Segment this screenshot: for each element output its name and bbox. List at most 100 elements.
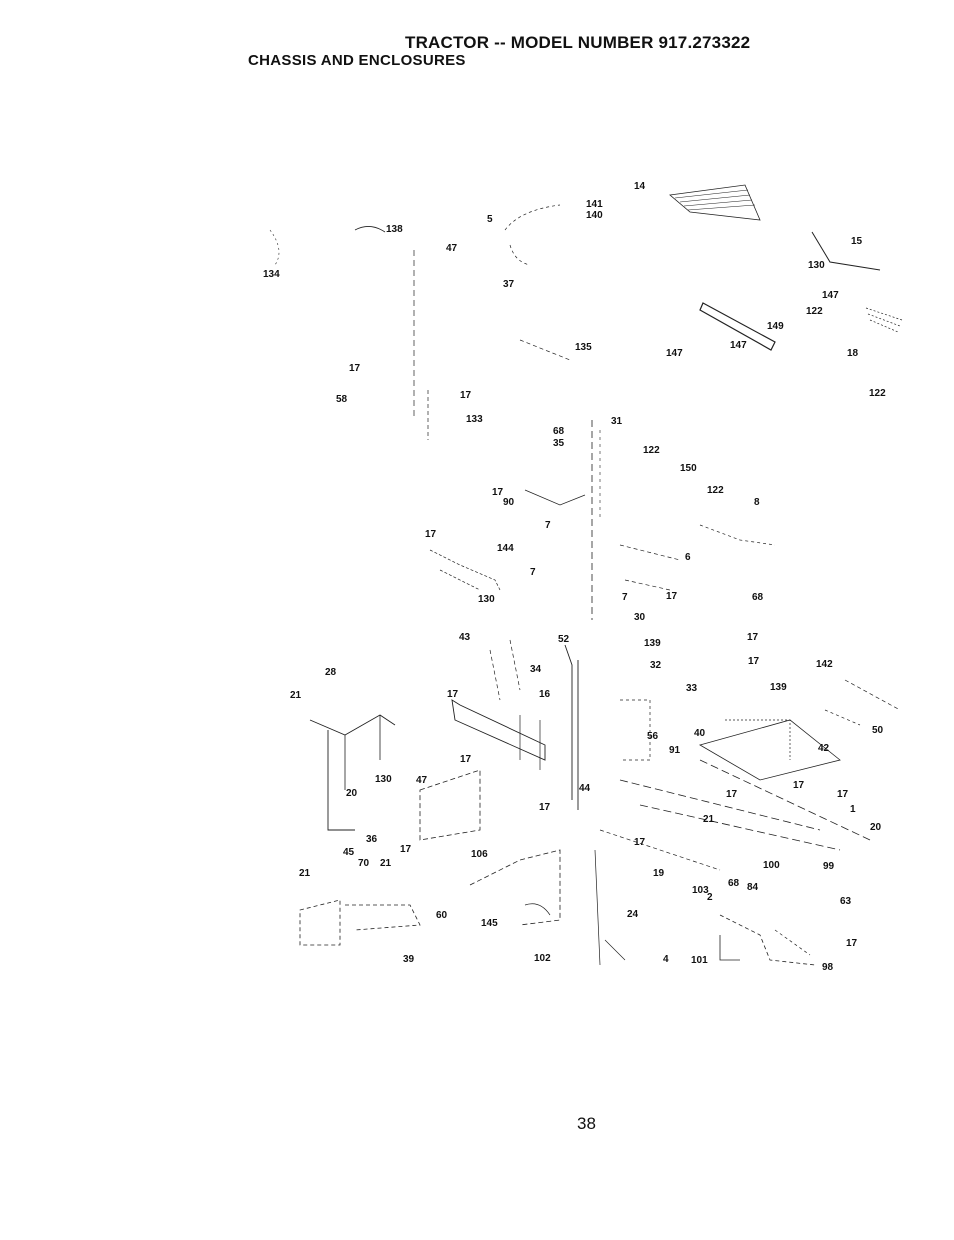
callout-number: 17: [492, 487, 504, 498]
callout-number: 91: [669, 745, 681, 756]
callout-numbers: 1414114051384713415130371471221491813514…: [263, 181, 886, 973]
callout-number: 39: [403, 954, 415, 965]
callout-number: 5: [487, 214, 493, 225]
callout-number: 47: [416, 775, 428, 786]
callout-number: 21: [380, 858, 392, 869]
callout-number: 4: [663, 954, 669, 965]
callout-number: 17: [400, 844, 412, 855]
callout-number: 45: [343, 847, 355, 858]
callout-number: 43: [459, 632, 471, 643]
callout-number: 63: [840, 896, 852, 907]
callout-number: 17: [726, 789, 738, 800]
page-title: TRACTOR -- MODEL NUMBER 917.273322: [405, 33, 751, 52]
callout-number: 31: [611, 416, 623, 427]
callout-number: 52: [558, 634, 570, 645]
callout-number: 35: [553, 438, 565, 449]
callout-number: 50: [872, 725, 884, 736]
callout-number: 24: [627, 909, 639, 920]
callout-number: 20: [346, 788, 358, 799]
callout-number: 8: [754, 497, 760, 508]
callout-number: 17: [666, 591, 678, 602]
callout-number: 14: [634, 181, 646, 192]
callout-number: 134: [263, 269, 280, 280]
callout-number: 147: [730, 340, 747, 351]
callout-number: 33: [686, 683, 698, 694]
callout-number: 106: [471, 849, 488, 860]
callout-number: 7: [545, 520, 551, 531]
callout-number: 84: [747, 882, 759, 893]
callout-number: 130: [808, 260, 825, 271]
callout-number: 47: [446, 243, 458, 254]
callout-number: 144: [497, 543, 514, 554]
callout-number: 2: [707, 892, 713, 903]
callout-number: 98: [822, 962, 834, 973]
callout-number: 21: [290, 690, 302, 701]
callout-number: 139: [770, 682, 787, 693]
callout-number: 149: [767, 321, 784, 332]
callout-number: 28: [325, 667, 337, 678]
callout-number: 15: [851, 236, 863, 247]
callout-number: 17: [846, 938, 858, 949]
callout-number: 17: [425, 529, 437, 540]
callout-number: 68: [752, 592, 764, 603]
callout-number: 17: [460, 390, 472, 401]
callout-number: 7: [622, 592, 628, 603]
callout-number: 68: [553, 426, 565, 437]
callout-number: 122: [707, 485, 724, 496]
callout-number: 17: [747, 632, 759, 643]
callout-number: 122: [869, 388, 886, 399]
callout-number: 36: [366, 834, 378, 845]
callout-number: 138: [386, 224, 403, 235]
callout-number: 101: [691, 955, 708, 966]
callout-number: 17: [447, 689, 459, 700]
callout-number: 70: [358, 858, 370, 869]
callout-number: 133: [466, 414, 483, 425]
callout-number: 20: [870, 822, 882, 833]
callout-number: 37: [503, 279, 515, 290]
callout-number: 122: [806, 306, 823, 317]
callout-number: 140: [586, 210, 603, 221]
callout-number: 21: [703, 814, 715, 825]
callout-number: 99: [823, 861, 835, 872]
callout-number: 145: [481, 918, 498, 929]
callout-number: 17: [539, 802, 551, 813]
callout-number: 130: [478, 594, 495, 605]
callout-number: 19: [653, 868, 665, 879]
callout-number: 56: [647, 731, 659, 742]
callout-number: 135: [575, 342, 592, 353]
bar-part: [699, 302, 776, 351]
callout-number: 100: [763, 860, 780, 871]
callout-number: 16: [539, 689, 551, 700]
callout-number: 103: [692, 885, 709, 896]
callout-number: 44: [579, 783, 591, 794]
callout-number: 141: [586, 199, 603, 210]
section-subtitle: CHASSIS AND ENCLOSURES: [248, 52, 466, 69]
callout-number: 102: [534, 953, 551, 964]
callout-number: 32: [650, 660, 662, 671]
callout-number: 6: [685, 552, 691, 563]
callout-number: 40: [694, 728, 706, 739]
callout-number: 21: [299, 868, 311, 879]
callout-number: 18: [847, 348, 859, 359]
callout-number: 68: [728, 878, 740, 889]
callout-number: 42: [818, 743, 830, 754]
callout-number: 130: [375, 774, 392, 785]
callout-number: 17: [793, 780, 805, 791]
callout-number: 150: [680, 463, 697, 474]
callout-number: 30: [634, 612, 646, 623]
callout-number: 34: [530, 664, 542, 675]
callout-number: 122: [643, 445, 660, 456]
callout-number: 58: [336, 394, 348, 405]
callout-number: 147: [822, 290, 839, 301]
callout-number: 17: [634, 837, 646, 848]
page-number: 38: [577, 1114, 596, 1133]
callout-number: 142: [816, 659, 833, 670]
callout-number: 90: [503, 497, 515, 508]
callout-number: 139: [644, 638, 661, 649]
callout-number: 17: [460, 754, 472, 765]
callout-number: 17: [837, 789, 849, 800]
callout-number: 60: [436, 910, 448, 921]
callout-number: 17: [748, 656, 760, 667]
hood-grille-part: [669, 184, 761, 221]
callout-number: 147: [666, 348, 683, 359]
